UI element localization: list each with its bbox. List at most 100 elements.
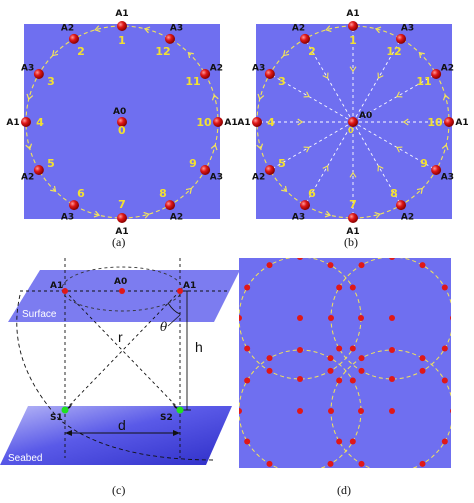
- panel-b-node-number-label: 4: [267, 116, 275, 129]
- panel-b-node-dot: [348, 213, 358, 223]
- anchor-left-label: A1: [50, 281, 63, 291]
- panel-d-node: [328, 315, 334, 321]
- height-label: h: [195, 339, 203, 355]
- panel-b-node-number-label: 9: [420, 157, 428, 170]
- panel-d-pattern: [239, 258, 451, 475]
- angle-pointer: [167, 314, 181, 327]
- panel-b-node-dot: [431, 69, 442, 79]
- panel-d-center-node: [389, 315, 395, 321]
- panel-d-node: [389, 469, 395, 475]
- panel-a-node-number-label: 3: [47, 75, 55, 88]
- surface-plane: [8, 270, 240, 322]
- panel-d-node: [336, 438, 343, 445]
- panel-a-node-dot: [33, 69, 44, 79]
- panel-b-spoke-arrow: [322, 165, 329, 172]
- panel-d-node: [266, 262, 273, 269]
- panel-a-node-type-label: A2: [210, 64, 223, 74]
- panel-b-ring-arrow: [325, 25, 332, 33]
- panel-d-node: [358, 315, 364, 321]
- panel-b-ring-arrow: [256, 143, 264, 150]
- panel-a-node-dot: [117, 21, 127, 31]
- panel-b-node-number-label: 7: [349, 198, 357, 211]
- panel-b-node-type-label: A2: [292, 24, 305, 34]
- panel-b-node-dot: [396, 33, 406, 44]
- panel-b-spoke-arrow: [349, 66, 357, 73]
- panel-b-node-type-label: A2: [441, 64, 454, 74]
- panel-a-node-dot: [69, 33, 79, 44]
- panel-d-node: [327, 355, 334, 362]
- panel-a-ring-arrow: [25, 143, 33, 150]
- panel-b-node-type-label: A3: [252, 64, 265, 74]
- panel-b-node-type-label: A3: [441, 173, 454, 183]
- panel-a-node-number-label: 2: [77, 45, 85, 58]
- panel-b-node-type-label: A1: [346, 9, 359, 19]
- panel-b-node-type-label: A1: [346, 227, 359, 237]
- sensor-s2-dot: [176, 406, 184, 414]
- panel-b-center-label: A0: [359, 111, 372, 121]
- anchor-right-label: A1: [183, 281, 196, 291]
- panel-a-ring-arrow: [143, 26, 151, 34]
- panel-d-node: [358, 460, 365, 467]
- panel-d-node: [327, 367, 334, 374]
- panel-b-node-type-label: A3: [401, 24, 414, 34]
- sensor-s1-label: S1: [50, 413, 63, 423]
- panel-b-spoke-arrow: [377, 72, 384, 79]
- panel-a-node-dot: [200, 69, 211, 79]
- panel-d-node: [450, 315, 451, 321]
- panel-d-node: [239, 315, 242, 321]
- panel-b-spoke: [352, 121, 437, 171]
- panel-d-node: [266, 355, 273, 362]
- panel-b-node-number-label: 10: [427, 116, 443, 129]
- panel-a-ring-arrow: [185, 187, 193, 194]
- panel-b-spoke: [269, 121, 354, 171]
- panel-d-node: [441, 377, 448, 384]
- anchor-right-dot: [177, 288, 183, 294]
- panel-a-node-number-label: 6: [77, 187, 85, 200]
- panel-b-spoke-arrow: [396, 146, 403, 153]
- panel-d: (d): [239, 258, 451, 497]
- panel-a-node-type-label: A2: [170, 212, 183, 222]
- theta-label: θ: [160, 320, 168, 334]
- panel-b-spoke-arrow: [396, 91, 403, 98]
- panel-b-node-dot: [348, 21, 358, 31]
- panel-d-node: [450, 408, 451, 414]
- panel-a-node-type-label: A2: [61, 24, 74, 34]
- panel-b-node-type-label: A2: [401, 212, 414, 222]
- panel-b-node-dot: [444, 117, 454, 127]
- panel-d-node: [336, 284, 343, 291]
- panel-b-ring-arrow: [418, 51, 425, 59]
- panel-d-node: [336, 377, 343, 384]
- panel-b-spoke: [352, 121, 402, 206]
- panel-b-spoke: [304, 38, 354, 123]
- panel-b-node-number-label: 8: [390, 187, 398, 200]
- panel-a-node-dot: [165, 33, 175, 44]
- panel-b-spokes: [257, 26, 449, 218]
- panel-b-node-dot: [431, 165, 442, 175]
- panel-d-node: [389, 376, 395, 382]
- panel-a-node-dot: [117, 213, 127, 223]
- panel-b-spoke-arrow: [322, 72, 329, 79]
- panel-d-node: [327, 262, 334, 269]
- panel-c-caption: (c): [112, 483, 125, 497]
- panel-d-node: [239, 408, 242, 414]
- panel-a-center-number: 0: [118, 124, 126, 137]
- panel-d-node: [349, 345, 356, 352]
- panel-a-node-type-label: A2: [21, 173, 34, 183]
- panel-a-center-label: A0: [113, 107, 126, 117]
- panel-b-caption: (b): [344, 235, 358, 249]
- panel-b-spoke-arrow: [297, 118, 304, 126]
- panel-d-node: [358, 262, 365, 269]
- panel-a-ring-arrow: [187, 51, 194, 59]
- panel-b-ring-arrow: [441, 143, 449, 151]
- panel-b-node-dot: [264, 69, 275, 79]
- panel-a-center-node: [117, 117, 127, 127]
- panel-d-node: [244, 284, 251, 291]
- distance-arrow-right: [173, 430, 180, 436]
- panel-d-cells: [239, 258, 451, 475]
- panel-d-node: [358, 367, 365, 374]
- panel-b-spoke: [269, 73, 354, 123]
- panel-b-node-number-label: 2: [308, 45, 316, 58]
